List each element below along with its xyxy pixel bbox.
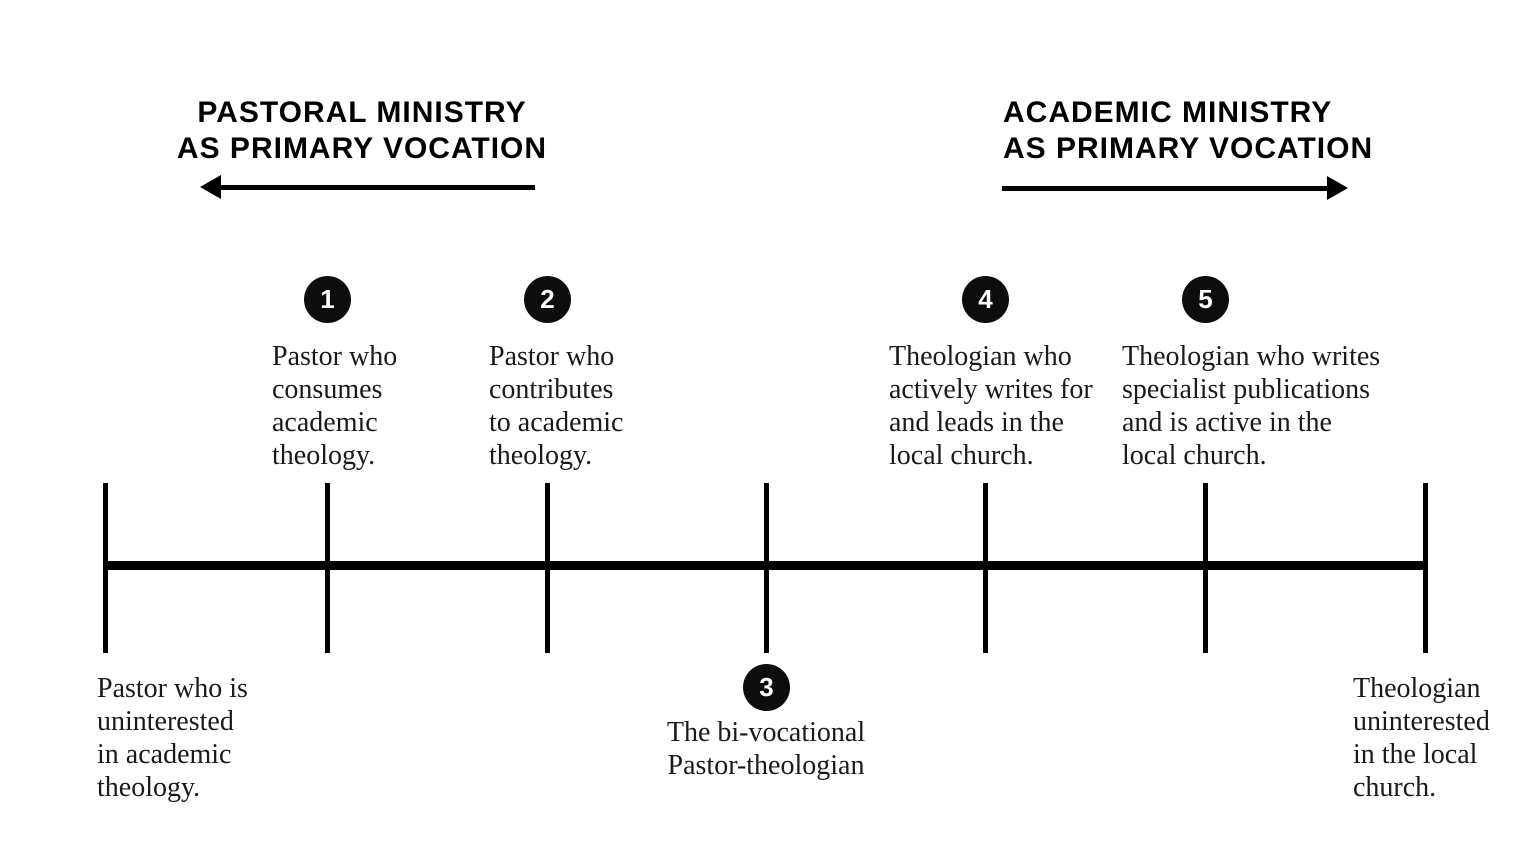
academic-ministry-header: ACADEMIC MINISTRY AS PRIMARY VOCATION [1003,95,1423,167]
right-endpoint-label: Theologian uninterested in the local chu… [1353,673,1490,803]
point-badge-1: 1 [304,276,351,323]
arrow-left-head [200,175,221,199]
academic-header-line1: ACADEMIC MINISTRY [1003,96,1333,129]
arrow-left-icon [200,175,535,200]
axis-tick-7 [1423,483,1428,653]
point-description-5: Theologian who writes specialist publica… [1122,341,1381,471]
point-description-4: Theologian who actively writes for and l… [889,341,1093,471]
point-number-3: 3 [759,672,774,702]
academic-header-line2: AS PRIMARY VOCATION [1003,132,1374,165]
pastoral-ministry-header: PASTORAL MINISTRY AS PRIMARY VOCATION [162,95,562,167]
point-badge-2: 2 [524,276,571,323]
arrow-right-head [1327,176,1348,200]
left-endpoint-label: Pastor who is uninterested in academic t… [97,673,248,803]
point-description-1: Pastor who consumes academic theology. [272,341,398,471]
point-number-1: 1 [320,284,335,314]
axis-tick-3 [545,483,550,653]
pastoral-header-line1: PASTORAL MINISTRY [197,96,527,129]
axis-tick-1 [103,483,108,653]
point-badge-3: 3 [743,664,790,711]
point-number-5: 5 [1198,284,1213,314]
axis-tick-6 [1203,483,1208,653]
arrow-right-shaft [1002,186,1331,191]
point-badge-5: 5 [1182,276,1229,323]
axis-tick-5 [983,483,988,653]
point-number-2: 2 [540,284,555,314]
arrow-right-icon [1002,176,1348,201]
point-description-2: Pastor who contributes to academic theol… [489,341,624,471]
pastoral-header-line2: AS PRIMARY VOCATION [176,132,548,165]
point-number-4: 4 [978,284,993,314]
axis-tick-2 [325,483,330,653]
axis-tick-4 [764,483,769,653]
arrow-left-shaft [216,185,535,190]
point-description-3: The bi-vocational Pastor-theologian [666,717,866,781]
point-badge-4: 4 [962,276,1009,323]
